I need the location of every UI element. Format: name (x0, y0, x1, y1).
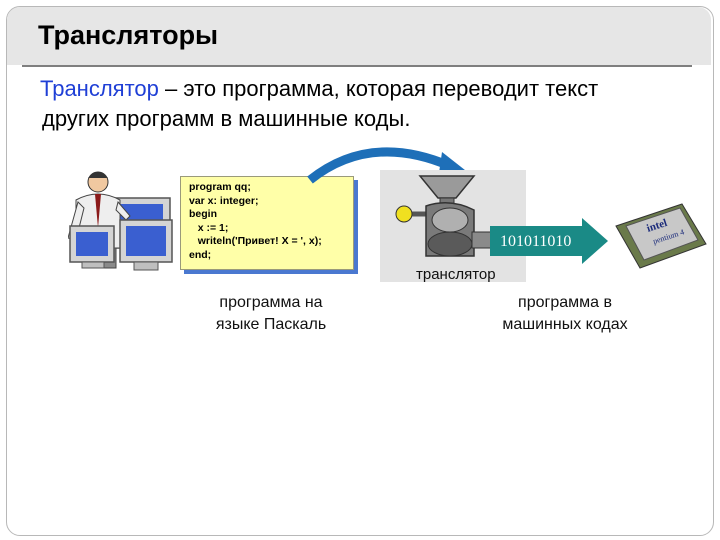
definition-text: Транслятор – это программа, которая пере… (40, 74, 700, 134)
code-line: begin (189, 208, 217, 220)
slide-frame (6, 6, 714, 536)
definition-term: Транслятор (40, 76, 159, 101)
translator-machine-icon (395, 175, 493, 257)
definition-line2: других программ в машинные коды. (42, 106, 411, 131)
pascal-code-box: program qq; var x: integer; begin x := 1… (180, 176, 354, 270)
output-arrow-icon (490, 218, 608, 264)
binary-output: 101011010 (500, 233, 572, 250)
title-divider (22, 65, 692, 67)
definition-rest: – это программа, которая переводит текст (158, 76, 599, 101)
caption-pascal-line2: языке Паскаль (215, 316, 327, 333)
caption-machine-code: программа в машинных кодах (486, 292, 644, 336)
caption-machine-line1: программа в (518, 294, 612, 311)
programmer-illustration (68, 171, 173, 271)
caption-machine-line2: машинных кодах (502, 316, 628, 333)
translator-label: транслятор (416, 266, 496, 283)
code-line: x := 1; (189, 221, 229, 234)
cpu-chip-icon: intel pentium 4 (615, 203, 707, 269)
caption-pascal-line1: программа на (219, 294, 323, 311)
caption-pascal: программа на языке Паскаль (196, 292, 346, 336)
slide-title: Трансляторы (38, 20, 219, 50)
code-line: program qq; (189, 181, 251, 193)
code-line: var x: integer; (189, 194, 259, 207)
title-bar (7, 7, 711, 65)
code-line: writeln('Привет! X = ', x); (189, 235, 322, 247)
code-line: end; (189, 248, 212, 261)
